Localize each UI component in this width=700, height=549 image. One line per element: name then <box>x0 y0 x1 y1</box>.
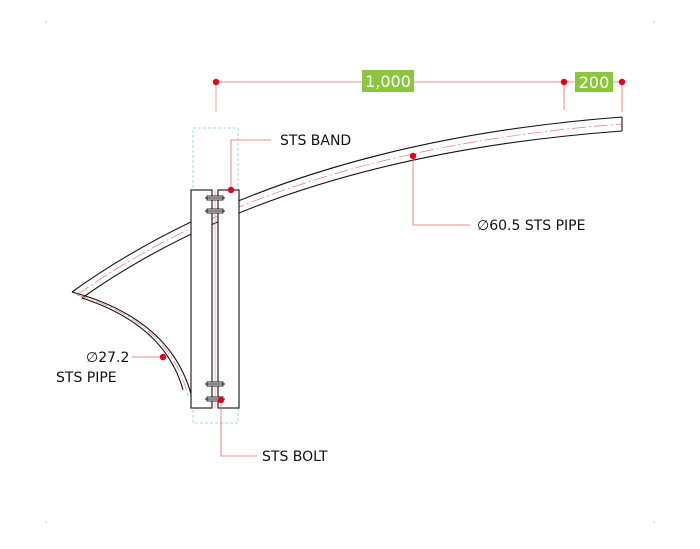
bolts <box>205 195 225 402</box>
brace-pipe <box>71 291 194 403</box>
bolt-top-1 <box>205 195 225 201</box>
dimension-marker-end <box>618 78 626 86</box>
bolt-bottom-1 <box>205 381 225 387</box>
dimension-tag-main: 1,000 <box>362 70 414 92</box>
main-pipe <box>71 116 623 299</box>
leader-main-pipe <box>409 152 470 226</box>
label-brace-type: STS PIPE <box>56 370 117 386</box>
dimension-tag-overhang: 200 <box>575 72 613 92</box>
band-plate-left <box>190 189 213 409</box>
corner-marks <box>45 21 655 523</box>
label-main-pipe: ∅60.5 STS PIPE <box>477 218 585 234</box>
dimension-overhang-text: 200 <box>579 73 610 92</box>
band-plates <box>190 189 240 409</box>
bolt-top-2 <box>205 208 225 214</box>
leader-brace-pipe <box>132 353 167 361</box>
leader-bolt <box>217 396 257 457</box>
label-bolt: STS BOLT <box>262 449 328 465</box>
dimension-marker-mid <box>560 78 568 86</box>
leader-band <box>227 139 271 194</box>
band-plate-right <box>217 189 240 409</box>
label-band: STS BAND <box>280 133 351 149</box>
label-brace-size: ∅27.2 <box>86 350 129 366</box>
dimension-marker-start <box>212 78 220 86</box>
dimension-main-text: 1,000 <box>365 72 411 91</box>
dimension-line <box>212 78 626 112</box>
